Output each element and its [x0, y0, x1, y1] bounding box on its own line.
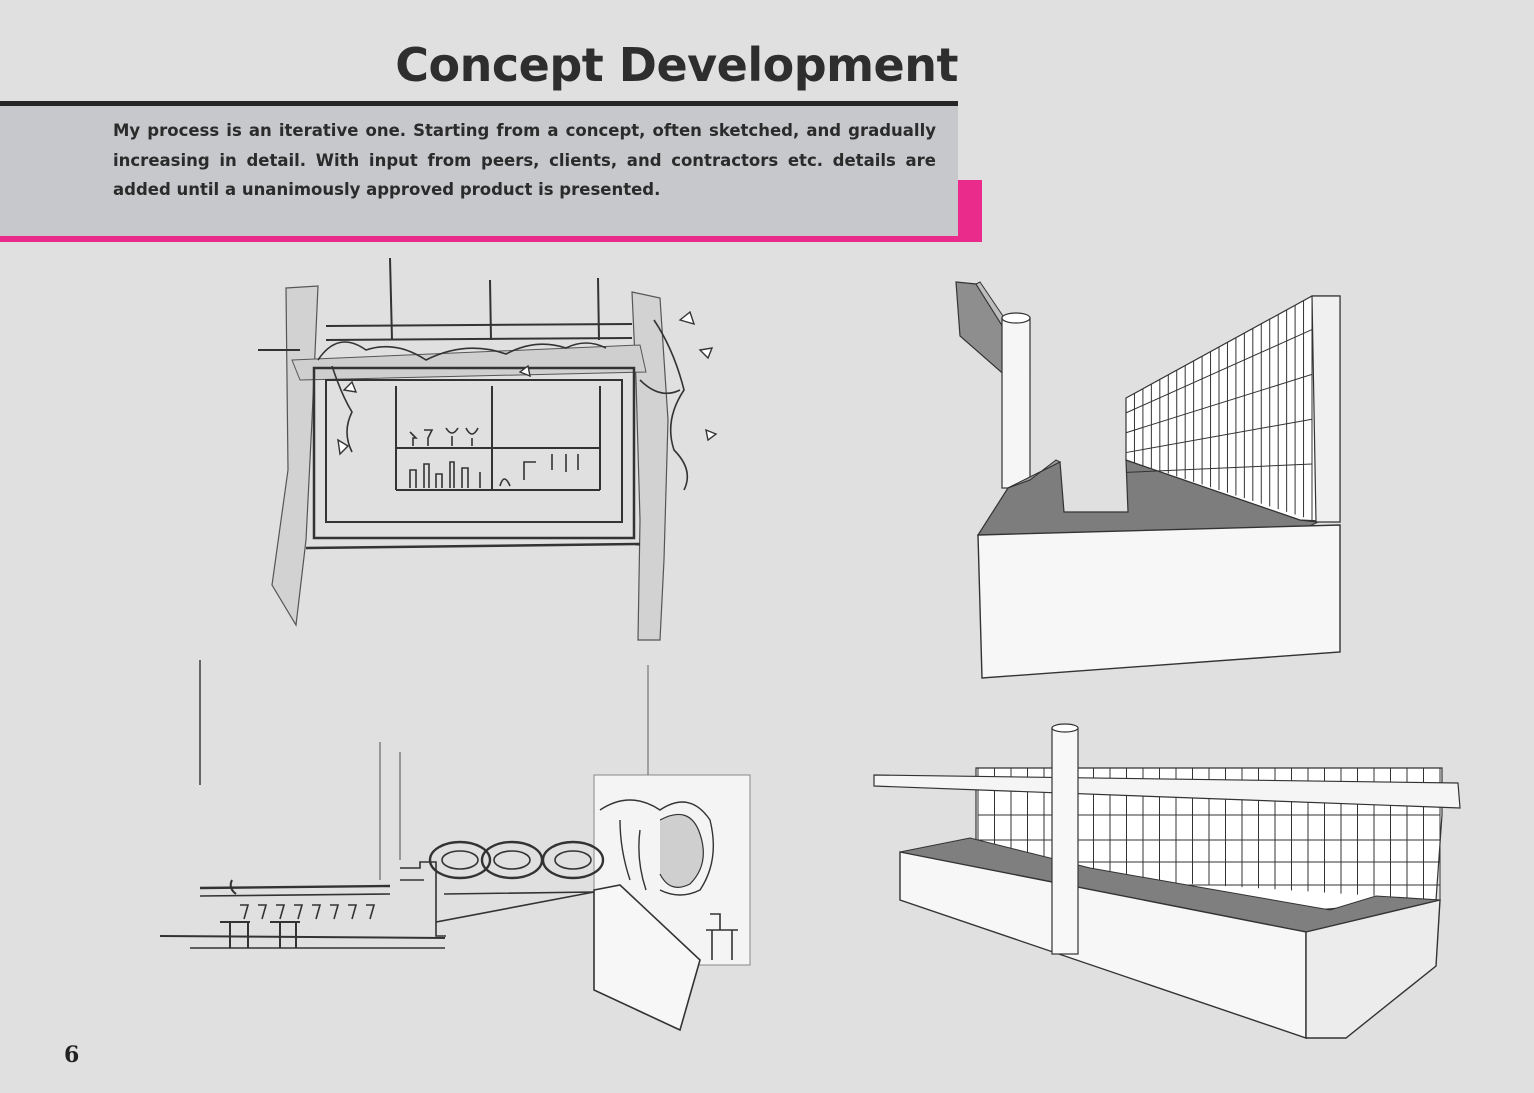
bar-elevation-sketch: [159, 660, 751, 1032]
accent-bar-bottom: [0, 236, 982, 242]
intro-paragraph: My process is an iterative one. Starting…: [113, 121, 936, 199]
shelving-3d-model-front: [873, 723, 1461, 1039]
bar-window-sketch: [258, 257, 718, 641]
page-title: Concept Development: [395, 38, 958, 92]
page-number: 6: [64, 1042, 80, 1068]
intro-panel: [0, 106, 958, 236]
accent-bar-side: [958, 180, 982, 242]
title-underline: [0, 101, 958, 106]
shelving-3d-model-side: [955, 281, 1341, 679]
